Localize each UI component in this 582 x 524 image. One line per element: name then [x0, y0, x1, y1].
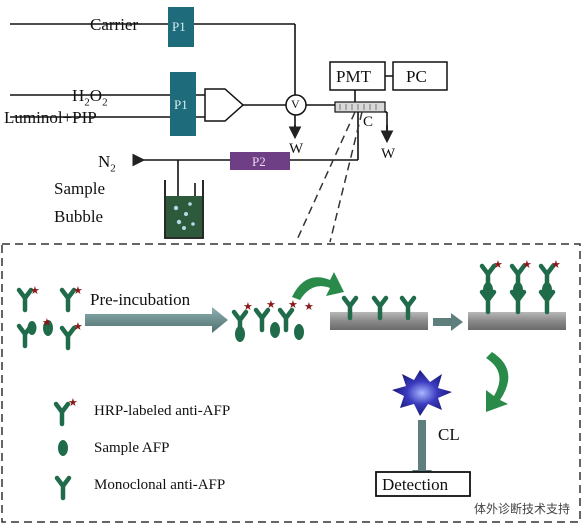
legend-hrp-label: HRP-labeled anti-AFP: [94, 403, 231, 419]
cl-label: CL: [438, 425, 460, 444]
cl-down-arrow: [412, 420, 432, 484]
pre-incubation-label: Pre-incubation: [90, 290, 191, 309]
valve: [285, 94, 307, 116]
n2-label: N2: [98, 152, 116, 175]
svg-text:★: ★: [522, 258, 532, 271]
capture-surface: [330, 312, 428, 330]
valve-label: V: [291, 97, 300, 111]
antibody-antigen-complexes: ★ ★ ★ ★: [234, 298, 314, 342]
legend-mono-label: Monoclonal anti-AFP: [94, 477, 226, 493]
h2o2-label: H2O2: [72, 86, 108, 109]
pump1-reagent-label: P1: [174, 97, 188, 112]
svg-text:★: ★: [42, 316, 52, 329]
watermark: 体外诊断技术支持: [469, 499, 574, 518]
legend-afp-label: Sample AFP: [94, 440, 170, 456]
pump2-label: P2: [252, 154, 266, 169]
svg-text:★: ★: [30, 284, 40, 297]
assay-panel: [1, 243, 581, 523]
svg-text:★: ★: [243, 300, 253, 313]
svg-text:★: ★: [68, 396, 78, 409]
svg-text:★: ★: [73, 320, 83, 333]
pre-incubation-arrow: [85, 307, 228, 333]
sample-vessel: [164, 180, 204, 239]
pmt-label: PMT: [336, 67, 371, 86]
free-antibody-cluster: ★ ★ ★ ★: [19, 284, 83, 348]
luminol-label: Luminol+PIP: [4, 108, 97, 127]
svg-text:★: ★: [551, 258, 561, 271]
curved-arrow-detect: [486, 352, 509, 412]
waste-label-2: W: [381, 146, 396, 162]
svg-text:★: ★: [304, 300, 314, 313]
pc-label: PC: [406, 67, 427, 86]
pc-box: [392, 61, 448, 91]
sandwich-complexes: ★ ★ ★: [482, 258, 561, 312]
detection-box: [375, 471, 471, 497]
carrier-label: Carrier: [90, 15, 139, 34]
leader-lines: [295, 111, 363, 243]
detection-label: Detection: [382, 475, 449, 494]
cell-label: C: [363, 114, 374, 130]
sample-label: Sample: [54, 179, 105, 198]
chemiluminescence-burst: [392, 370, 452, 416]
svg-text:★: ★: [266, 298, 276, 311]
binding-arrow: [433, 313, 463, 331]
flow-cell: [334, 101, 386, 113]
pump1-reagents: [170, 72, 196, 136]
svg-text:★: ★: [73, 284, 83, 297]
pump1-carrier-label: P1: [172, 19, 186, 34]
svg-text:★: ★: [288, 298, 298, 311]
bubble-label: Bubble: [54, 207, 104, 226]
legend-icons: ★: [56, 396, 78, 498]
pump1-carrier: [168, 7, 194, 47]
pump2: [230, 152, 290, 170]
waste-label-1: W: [289, 141, 304, 157]
monoclonal-antibody-icon: [57, 478, 69, 498]
svg-text:★: ★: [493, 258, 503, 271]
pmt-box: [329, 61, 386, 91]
curved-arrow-capture: [292, 272, 344, 300]
sandwich-surface: [468, 312, 566, 330]
hrp-antibody-icon: [56, 404, 68, 424]
afp-antigen-icon: [58, 440, 68, 456]
mixing-tee: [204, 88, 245, 122]
